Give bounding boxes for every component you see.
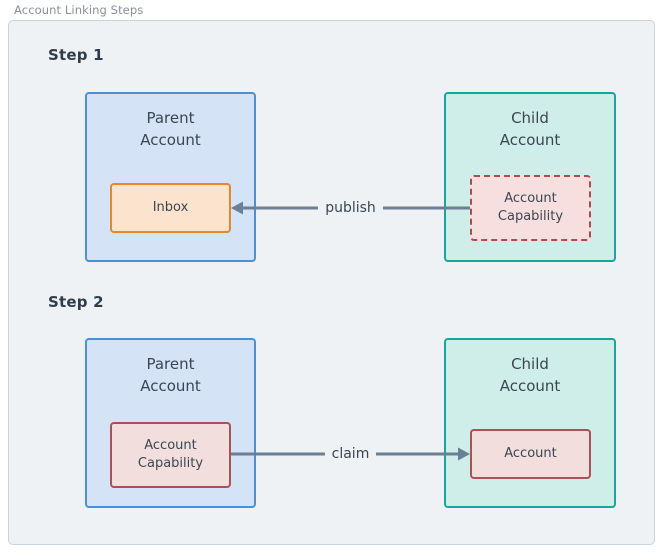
panel-title: Account Linking Steps: [14, 3, 144, 17]
step-2-parent-account-title: Parent Account: [140, 355, 201, 395]
step-1-child-account-title: Child Account: [499, 109, 561, 149]
step-1-parent-account-box[interactable]: Parent Account: [85, 92, 256, 262]
step-2-claim-connector: claim: [231, 434, 470, 474]
step-1-heading: Step 1: [48, 46, 104, 64]
step-2-child-account-box[interactable]: Child Account: [444, 338, 616, 508]
step-1-connector-label: publish: [318, 200, 383, 216]
step-2-child-account-title: Child Account: [499, 355, 561, 395]
step-1-inbox-box[interactable]: Inbox: [110, 183, 231, 233]
step-2-connector-label: claim: [324, 446, 377, 462]
step-1-publish-connector: publish: [231, 188, 470, 228]
step-1-account-capability-box[interactable]: Account Capability: [470, 175, 591, 241]
step-1-parent-account-title: Parent Account: [140, 109, 201, 149]
step-2-heading: Step 2: [48, 293, 104, 311]
step-2-account-box[interactable]: Account: [470, 429, 591, 479]
step-2-account-capability-box[interactable]: Account Capability: [110, 422, 231, 488]
